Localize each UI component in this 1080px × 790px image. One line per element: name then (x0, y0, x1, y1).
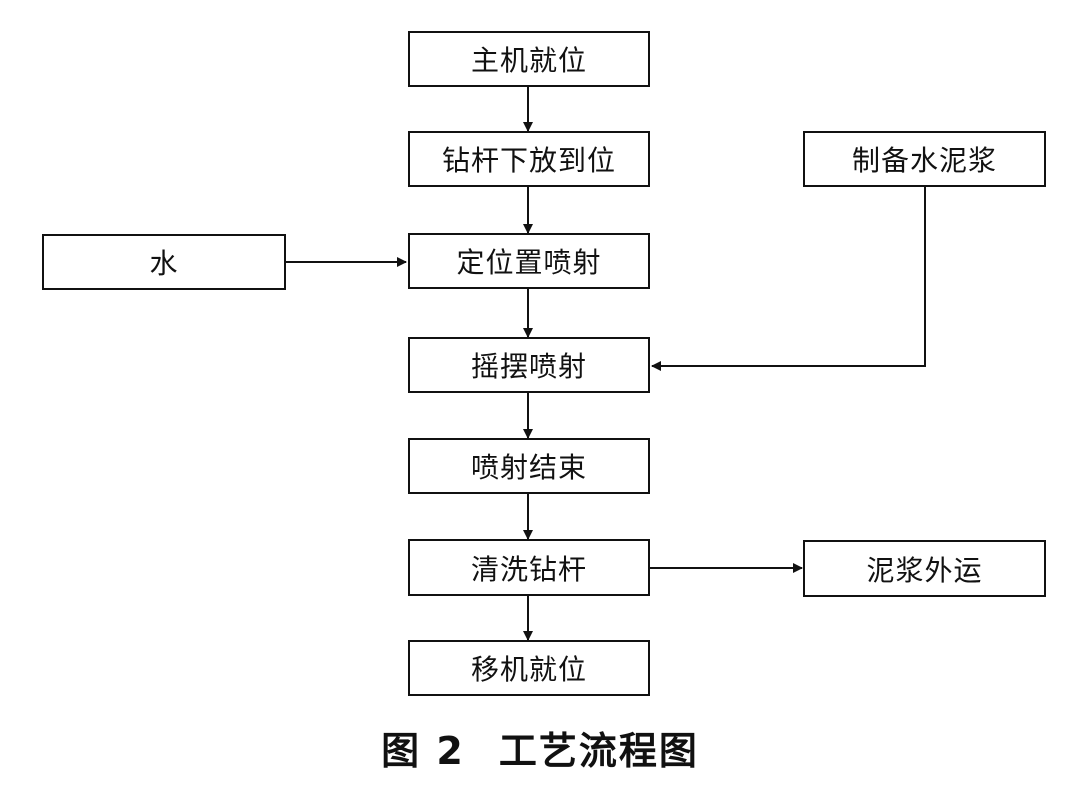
node-spray-end-label: 喷射结束 (470, 451, 587, 484)
node-prepare-slurry: 制备水泥浆 (803, 131, 1046, 187)
node-spray-end: 喷射结束 (408, 438, 650, 494)
node-host-in-place-label: 主机就位 (470, 44, 587, 77)
figure-title: 工艺流程图 (498, 729, 699, 773)
node-host-in-place: 主机就位 (408, 31, 650, 87)
figure-number: 图 2 (381, 729, 465, 773)
node-slurry-out-label: 泥浆外运 (866, 553, 983, 587)
node-rod-lowered: 钻杆下放到位 (408, 131, 650, 187)
node-fixed-spray: 定位置喷射 (408, 233, 650, 289)
node-clean-rod-label: 清洗钻杆 (470, 552, 587, 586)
node-water: 水 (42, 234, 286, 290)
figure-caption: 图 2 工艺流程图 (0, 720, 1080, 775)
node-swing-spray: 摇摆喷射 (408, 337, 650, 393)
node-water-label: 水 (149, 247, 179, 280)
node-move-machine-label: 移机就位 (470, 653, 587, 686)
node-move-machine: 移机就位 (408, 640, 650, 696)
node-fixed-spray-label: 定位置喷射 (456, 246, 602, 279)
arrow-slurry-to-swing (651, 187, 926, 371)
node-prepare-slurry-label: 制备水泥浆 (851, 144, 997, 177)
node-clean-rod: 清洗钻杆 (408, 539, 650, 596)
node-swing-spray-label: 摇摆喷射 (470, 350, 587, 383)
node-rod-lowered-label: 钻杆下放到位 (441, 144, 616, 177)
node-slurry-out: 泥浆外运 (803, 540, 1046, 597)
